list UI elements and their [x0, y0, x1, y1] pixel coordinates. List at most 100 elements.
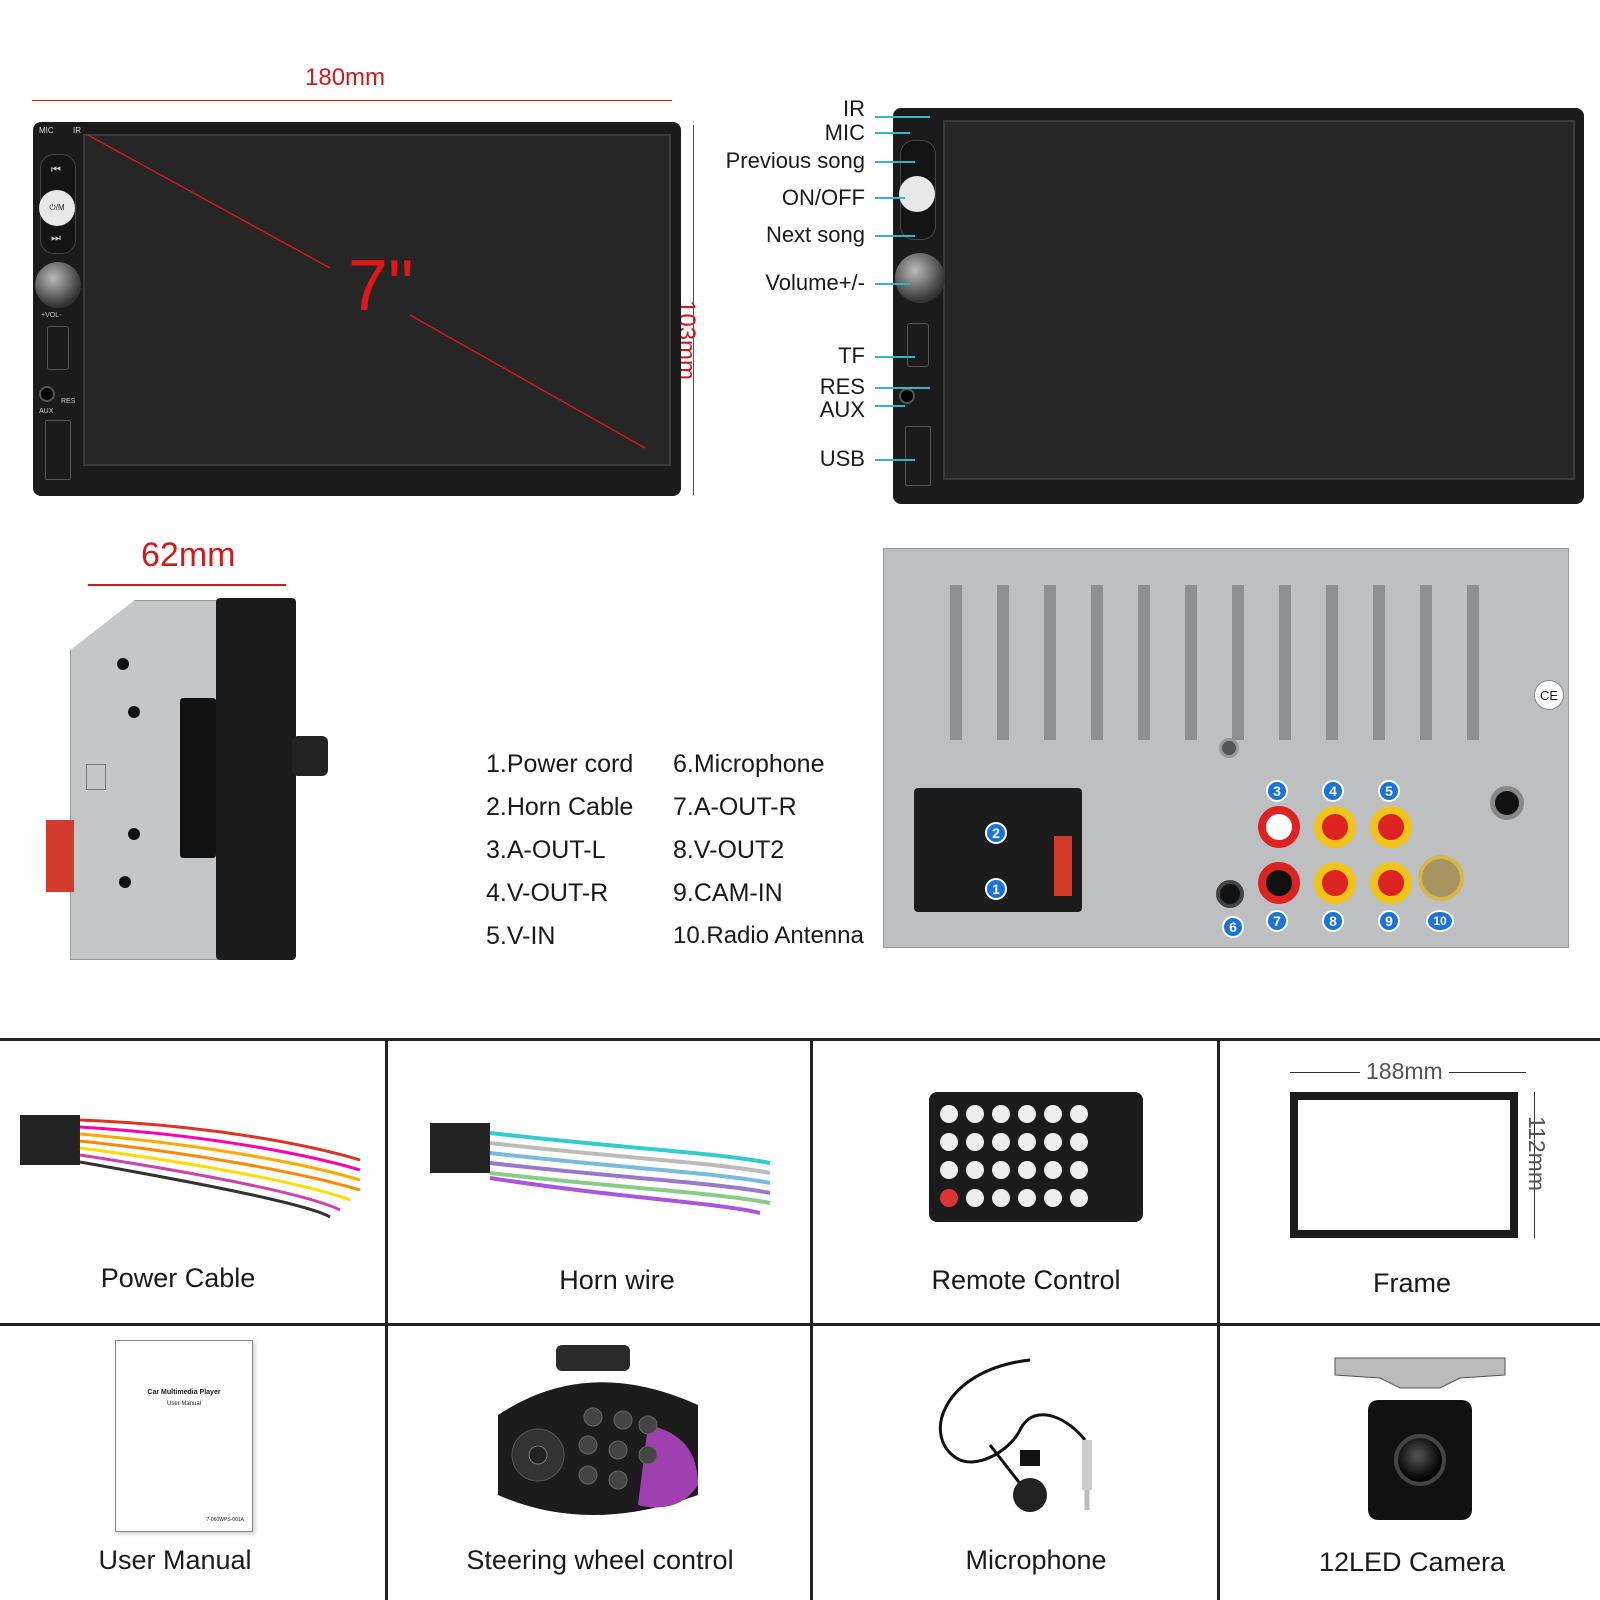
callout-aux-line — [875, 405, 905, 407]
connector-badge: 3 — [1266, 780, 1288, 802]
accessory-label: 12LED Camera — [1318, 1547, 1506, 1577]
tf-slot-2[interactable] — [907, 323, 929, 367]
callout-volume-line — [875, 283, 910, 285]
rca-jack-yellow[interactable] — [1370, 862, 1412, 904]
gps-port[interactable] — [1490, 786, 1524, 820]
camera-body — [1368, 1400, 1472, 1520]
frame-width-label: 188mm — [1360, 1058, 1449, 1085]
power-mode-button[interactable]: ⏻/M — [39, 190, 75, 226]
user-manual-image: Car Multimedia Player User Manual 7-060W… — [115, 1340, 253, 1532]
accessory-label: Remote Control — [931, 1265, 1121, 1295]
diagonal-label: 7" — [348, 246, 414, 326]
connector-badge: 6 — [1222, 916, 1244, 938]
vol-tag: +VOL- — [41, 312, 62, 319]
width-dimension-line — [32, 100, 672, 101]
rca-jack-yellow[interactable] — [1314, 862, 1356, 904]
frame-height-line — [1534, 1092, 1535, 1238]
accessory-label: Horn wire — [559, 1265, 675, 1295]
diagonal-line — [87, 134, 646, 449]
prev-song-icon[interactable]: ⏮ — [51, 164, 61, 176]
connector-badge: 4 — [1322, 780, 1344, 802]
callout-ir: IR — [843, 96, 865, 121]
cooling-fins — [950, 585, 1479, 740]
rca-jack-yellow[interactable] — [1370, 806, 1412, 848]
steering-wheel-control-image — [498, 1345, 698, 1515]
microphone-image — [938, 1358, 1092, 1512]
rca-jack-white[interactable] — [1258, 806, 1300, 848]
aux-jack-2[interactable] — [899, 388, 915, 404]
depth-label: 62mm — [141, 536, 236, 574]
accessory-label: Microphone — [965, 1545, 1107, 1575]
legend-item: 1.Power cord — [486, 750, 634, 778]
side-screw-hole — [128, 828, 140, 840]
connector-badge: 8 — [1322, 910, 1344, 932]
head-unit-front-2 — [893, 108, 1584, 504]
callout-next-line — [875, 235, 915, 237]
side-screw-hole — [119, 876, 131, 888]
callout-mic-line — [875, 132, 910, 134]
side-front-panel — [216, 598, 296, 960]
connector-badge: 7 — [1266, 910, 1288, 932]
res-tag: RES — [61, 398, 76, 405]
connector-badge: 2 — [985, 822, 1007, 844]
height-dimension-line — [693, 125, 694, 495]
power-cable-image — [20, 1115, 361, 1219]
manual-subtitle: User Manual — [166, 1401, 201, 1407]
callout-res-line — [875, 387, 930, 389]
volume-knob-2[interactable] — [895, 253, 945, 303]
rca-jack-red[interactable] — [1258, 862, 1300, 904]
side-label-box — [86, 764, 106, 790]
frame-height-label: 112mm — [1524, 1116, 1550, 1191]
connector-badge: 10 — [1426, 910, 1454, 932]
touch-screen-2[interactable] — [943, 120, 1575, 480]
callout-mic: MIC — [824, 120, 865, 145]
usb-port-2[interactable] — [905, 426, 931, 486]
side-connector — [46, 820, 74, 892]
grid-divider — [810, 1038, 813, 1600]
legend-item: 10.Radio Antenna — [673, 922, 864, 949]
connector-badge: 5 — [1378, 780, 1400, 802]
callout-ir-line — [875, 116, 930, 118]
callout-usb-line — [875, 459, 915, 461]
tf-slot[interactable] — [47, 326, 69, 370]
mount-screw-icon — [1219, 738, 1239, 758]
connector-badge: 1 — [985, 878, 1007, 900]
head-unit-front: MIC IR ⏮ ⏻/M ⏭ +VOL- AUX RES — [33, 122, 681, 496]
next-song-icon[interactable]: ⏭ — [51, 232, 61, 244]
callout-onoff-line — [875, 197, 905, 199]
callout-usb: USB — [819, 446, 865, 471]
volume-knob[interactable] — [35, 262, 81, 308]
fuse-block — [1054, 836, 1072, 896]
side-screw-hole — [128, 706, 140, 718]
accessory-label: Frame — [1372, 1268, 1452, 1298]
rca-jack-yellow[interactable] — [1314, 806, 1356, 848]
legend-item: 6.Microphone — [673, 750, 825, 778]
usb-port[interactable] — [45, 420, 71, 480]
iso-connector[interactable] — [914, 788, 1082, 912]
callout-prev: Previous song — [725, 148, 865, 173]
callout-tf-line — [875, 356, 915, 358]
legend-item: 3.A-OUT-L — [486, 836, 606, 864]
legend-item: 4.V-OUT-R — [486, 879, 609, 907]
grid-divider — [1217, 1038, 1220, 1600]
camera-bracket — [1334, 1357, 1506, 1389]
antenna-jack[interactable] — [1418, 855, 1464, 901]
side-bracket — [180, 698, 216, 858]
camera-lens-icon — [1394, 1434, 1446, 1486]
grid-divider — [385, 1038, 388, 1600]
touch-screen[interactable] — [83, 134, 671, 466]
accessory-label: User Manual — [98, 1545, 252, 1575]
legend-item: 9.CAM-IN — [673, 879, 783, 907]
side-screw-hole — [117, 658, 129, 670]
aux-jack[interactable] — [39, 386, 55, 402]
callout-aux: AUX — [819, 397, 865, 422]
ir-tag: IR — [73, 126, 81, 135]
power-mode-button-2[interactable] — [899, 176, 935, 212]
callout-volume: Volume+/- — [765, 270, 865, 295]
accessory-label: Power Cable — [100, 1263, 256, 1293]
callout-res: RES — [819, 374, 865, 399]
ce-mark-icon: CE — [1534, 680, 1564, 710]
mic-jack[interactable] — [1216, 880, 1244, 908]
width-label: 180mm — [305, 64, 386, 91]
callout-onoff: ON/OFF — [781, 185, 865, 210]
